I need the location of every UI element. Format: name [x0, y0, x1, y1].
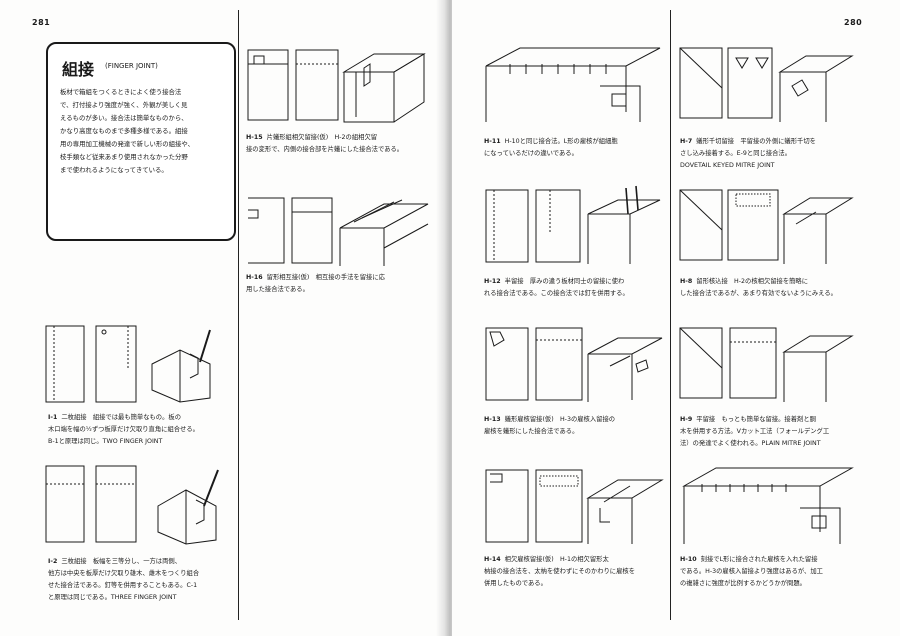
- diagram-h11: [480, 42, 666, 124]
- intro-subtitle: (FINGER JOINT): [105, 62, 158, 70]
- diagram-h8: [676, 184, 856, 266]
- column-divider-left: [238, 10, 239, 620]
- diagram-h12: [480, 184, 666, 266]
- diagram-h9: [676, 322, 856, 404]
- page-number-left: 281: [32, 18, 51, 27]
- diagram-h13: [480, 322, 666, 404]
- column-divider-right: [670, 10, 671, 620]
- diagram-h15: [244, 42, 434, 127]
- left-page: 281 組接 (FINGER JOINT) 板材で箱組をつくるときによく使う接合…: [0, 0, 448, 636]
- page-number-right: 280: [844, 18, 863, 27]
- diagram-h7: [676, 42, 856, 124]
- intro-title: 組接: [62, 60, 95, 79]
- diagram-h16: [244, 188, 434, 268]
- intro-text: 板材で箱組をつくるときによく使う接合法 で、打付接より強度が強く、外観が美しく見…: [60, 88, 195, 174]
- diagram-i1: [40, 318, 236, 406]
- intro-box: 組接 (FINGER JOINT) 板材で箱組をつくるときによく使う接合法 で、…: [46, 42, 236, 241]
- diagram-i2: [40, 460, 236, 546]
- diagram-h14: [480, 462, 666, 546]
- diagram-h10: [676, 462, 856, 546]
